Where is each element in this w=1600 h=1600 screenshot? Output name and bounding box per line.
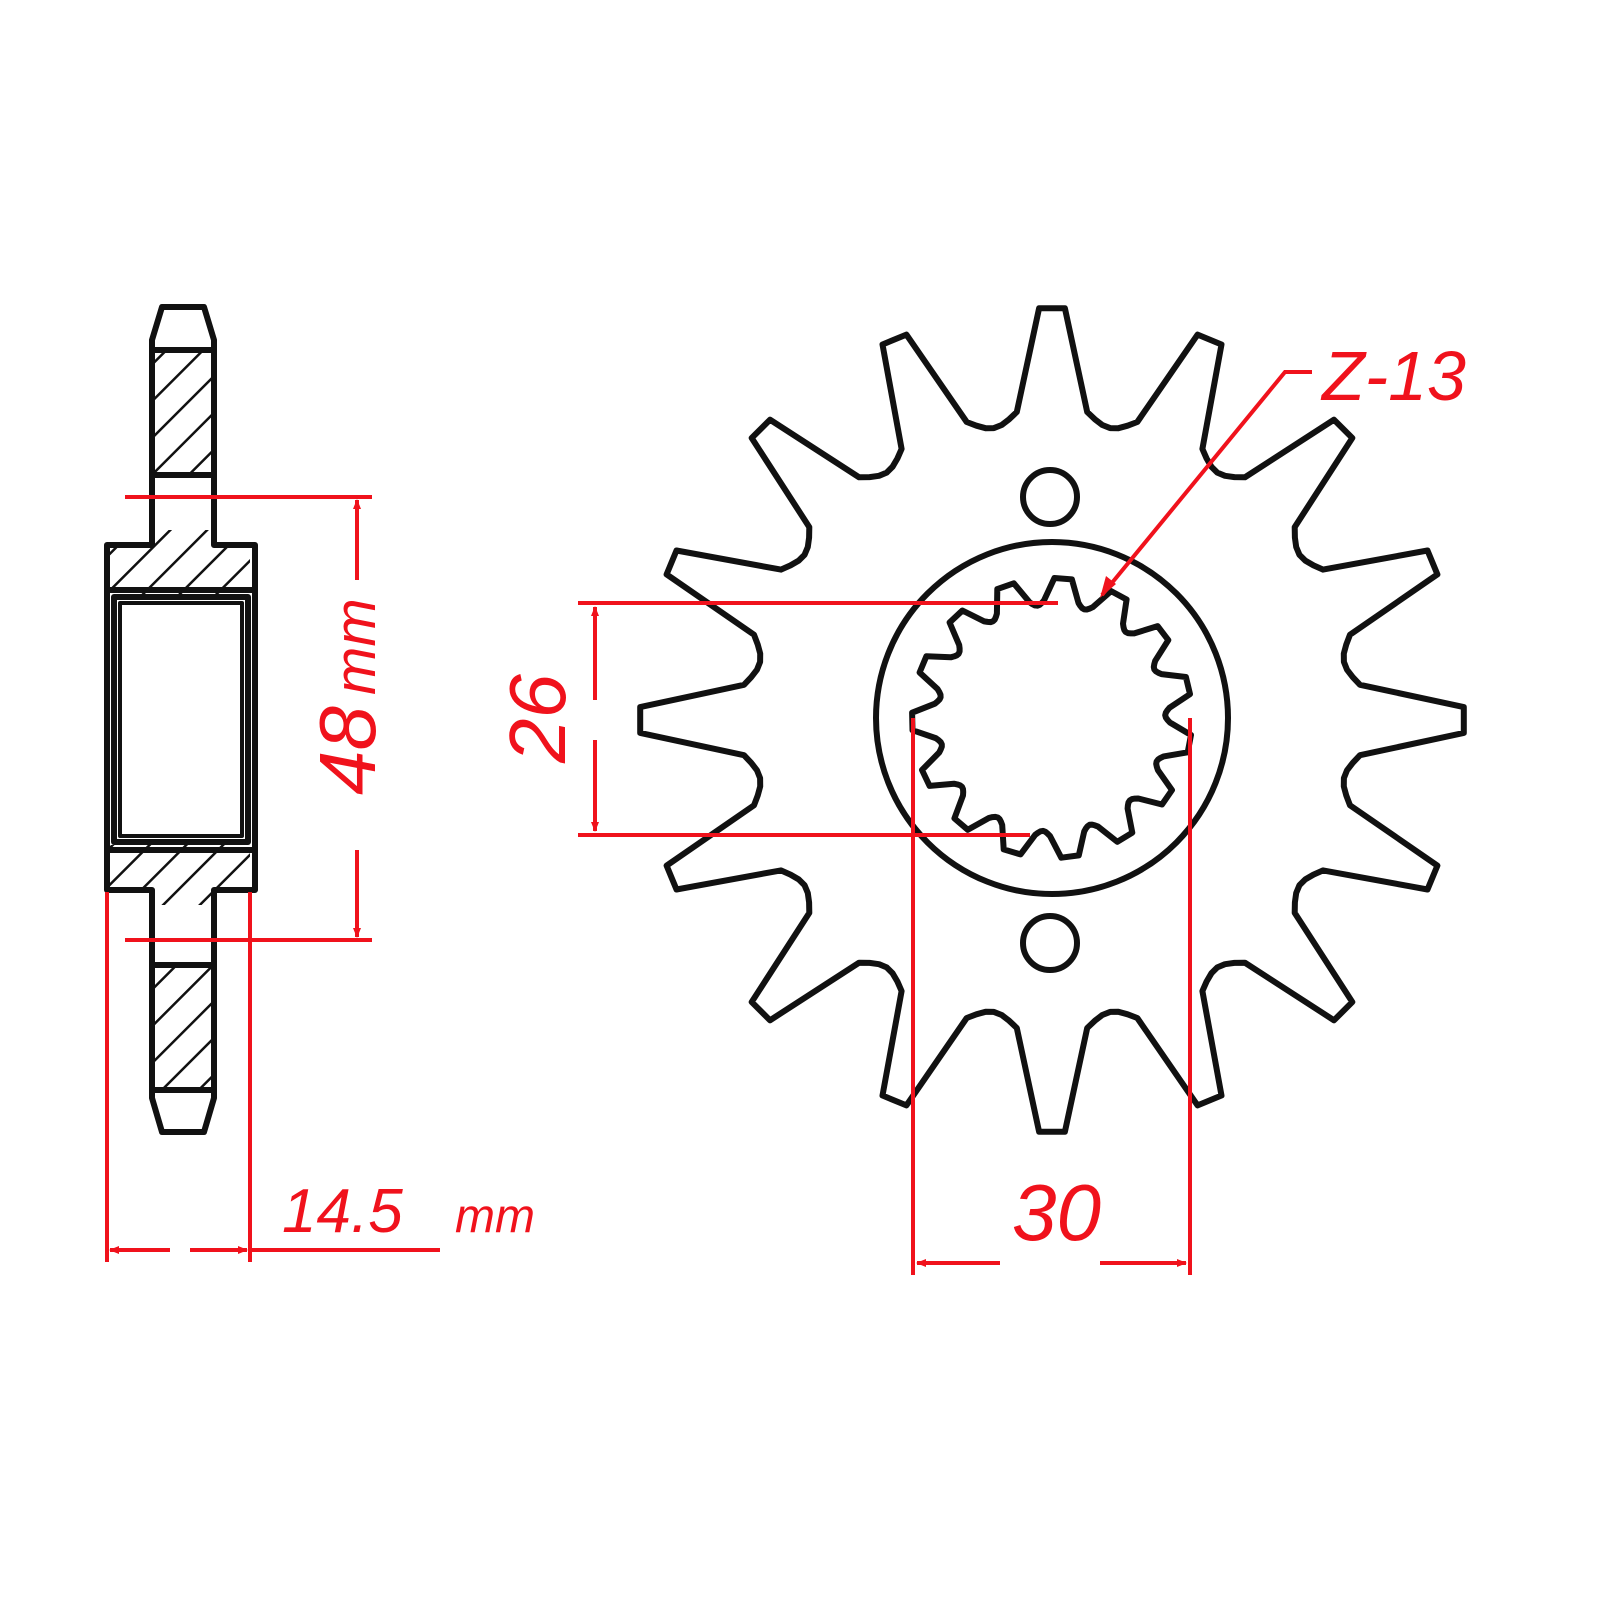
outer-spline-label: 30 bbox=[1012, 1168, 1101, 1257]
bolt-circle-value: 48 bbox=[303, 706, 392, 795]
hub-top-hatch bbox=[110, 530, 250, 595]
inner-spline-label: 26 bbox=[493, 674, 582, 764]
spline-bore bbox=[909, 575, 1194, 861]
thickness-unit: mm bbox=[455, 1190, 535, 1243]
bore-outline bbox=[111, 594, 251, 845]
bolt-circle-unit: mm bbox=[323, 598, 388, 695]
teeth-leader bbox=[1100, 370, 1312, 597]
tooth-section-top-hatch bbox=[152, 352, 214, 472]
side-profile-outline bbox=[104, 304, 258, 1135]
bolt-hole-bottom bbox=[1020, 913, 1080, 973]
side-view bbox=[104, 304, 258, 1135]
hub-circle bbox=[873, 539, 1231, 897]
tooth-section-bottom-hatch bbox=[152, 968, 214, 1088]
dimension-lines bbox=[105, 370, 1312, 1275]
thickness-value: 14.5 bbox=[282, 1177, 403, 1246]
hub-bottom-hatch bbox=[110, 845, 250, 905]
front-view bbox=[637, 305, 1467, 1135]
sprocket-outline bbox=[637, 305, 1467, 1135]
teeth-count-label: Z-13 bbox=[1320, 337, 1466, 415]
bolt-hole-top bbox=[1020, 467, 1080, 527]
